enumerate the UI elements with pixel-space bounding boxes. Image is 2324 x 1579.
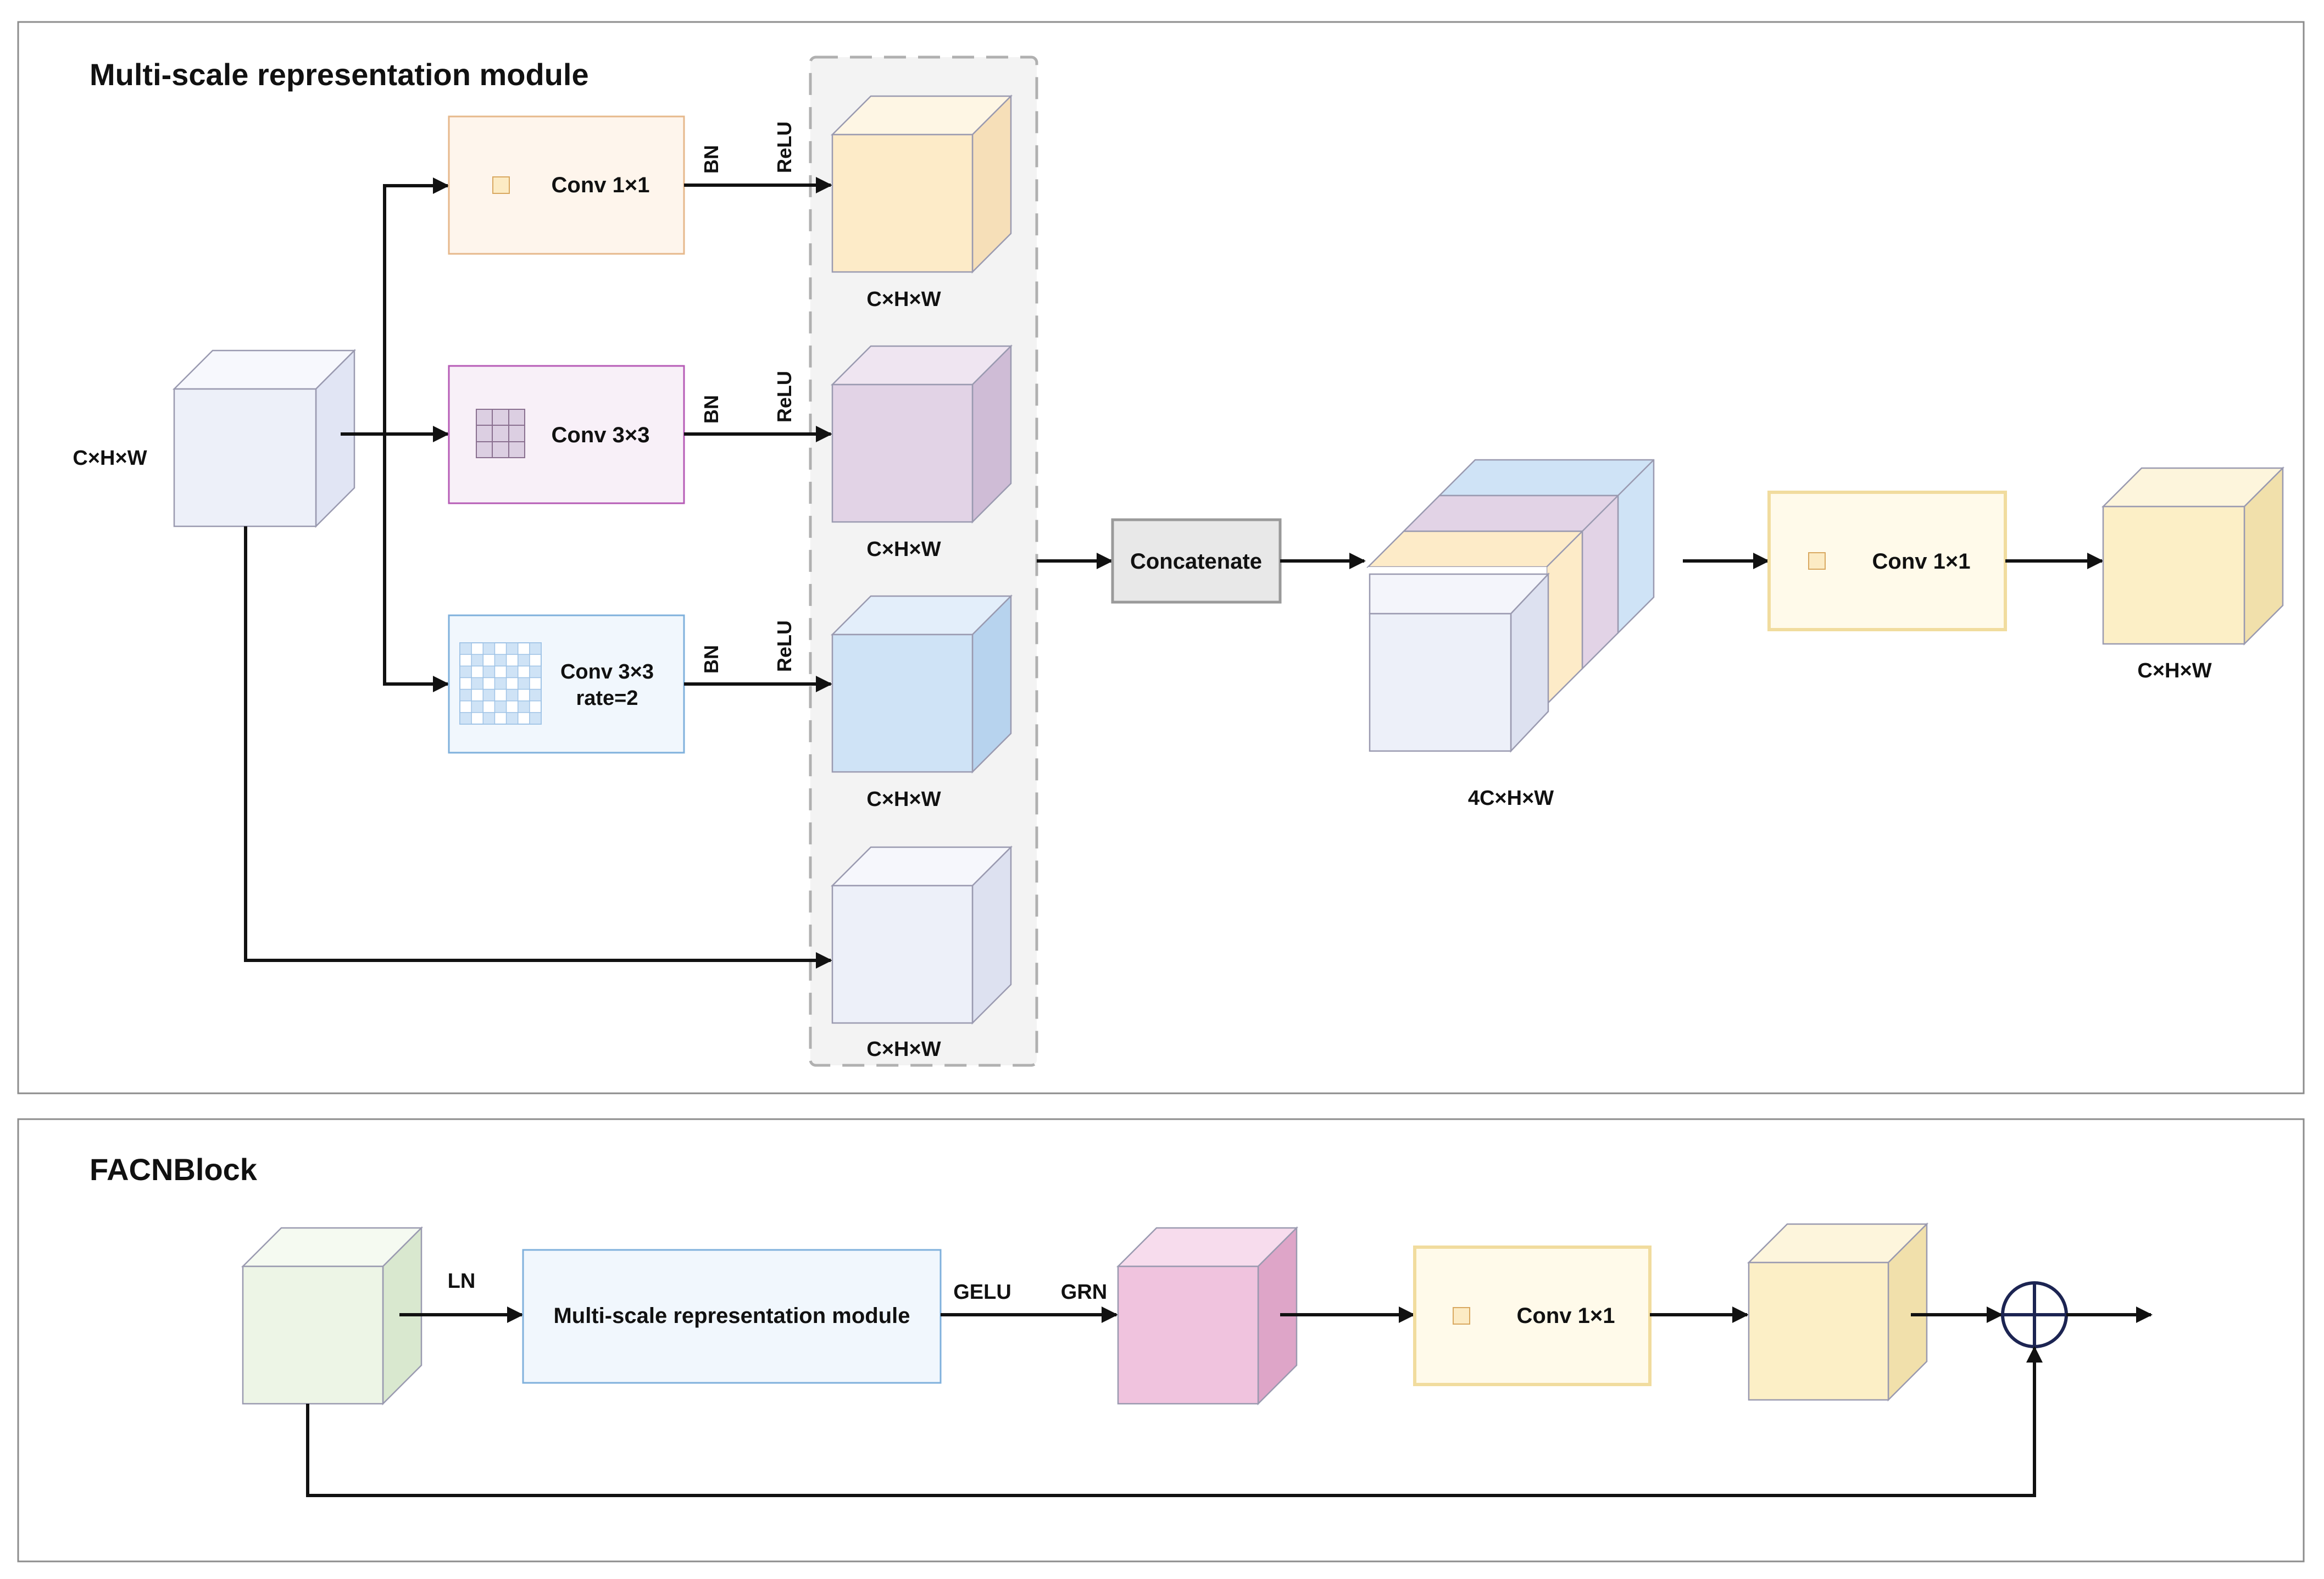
dilated-kernel-cell xyxy=(459,712,472,725)
input-shape-label: C×H×W xyxy=(73,447,147,470)
dilated-kernel-cell xyxy=(482,665,496,679)
dilated-kernel-cell xyxy=(517,654,530,667)
msr-module-box xyxy=(522,1249,942,1384)
dilated-kernel-cell xyxy=(517,700,530,713)
output-cube xyxy=(2101,466,2285,646)
dilated-kernel-cell xyxy=(505,642,519,655)
input-cube xyxy=(172,348,357,529)
grn-label: GRN xyxy=(1061,1281,1107,1304)
dilated-kernel-icon xyxy=(459,642,542,725)
branch1-shape-label: C×H×W xyxy=(866,288,941,311)
dilated-kernel-cell xyxy=(529,665,542,679)
dilated-kernel-cell xyxy=(459,688,472,702)
gelu-label: GELU xyxy=(953,1281,1011,1304)
dilation-rate-label: rate=2 xyxy=(576,687,638,710)
stacked-shape-label: 4C×H×W xyxy=(1468,787,1554,810)
dilated-kernel-cell xyxy=(482,712,496,725)
final-kernel-1x1-icon xyxy=(1808,552,1826,570)
concatenate-label: Concatenate xyxy=(1130,549,1262,574)
ln-label: LN xyxy=(448,1270,476,1293)
facn-output-cube xyxy=(1747,1222,1929,1402)
branch3-shape-label: C×H×W xyxy=(866,788,941,811)
relu-label-1: ReLU xyxy=(773,121,796,173)
branch2-shape-label: C×H×W xyxy=(866,538,941,561)
bn-label-3: BN xyxy=(700,645,722,674)
dilated-kernel-cell xyxy=(494,654,507,667)
identity-shape-label: C×H×W xyxy=(866,1038,941,1061)
residual-connection xyxy=(306,1346,2043,1497)
conv3x3-label: Conv 3×3 xyxy=(552,423,650,447)
kernel-3x3-icon xyxy=(476,409,525,458)
dilated-kernel-cell xyxy=(494,677,507,690)
dilated-kernel-cell xyxy=(494,700,507,713)
top-panel-title: Multi-scale representation module xyxy=(90,57,589,92)
relu-label-2: ReLU xyxy=(773,371,796,422)
dilated-kernel-cell xyxy=(459,665,472,679)
branch-conv1x1: Conv 1×1 BN ReLU C×H×W xyxy=(448,94,1013,311)
residual-add-icon xyxy=(2001,1281,2068,1348)
branch1-output-cube xyxy=(830,94,1013,274)
stacked-4c-cube xyxy=(1366,459,1655,753)
facn-conv-label: Conv 1×1 xyxy=(1517,1304,1615,1328)
dilated-kernel-cell xyxy=(471,654,484,667)
dilated-kernel-cell xyxy=(471,677,484,690)
bn-label-2: BN xyxy=(700,395,722,424)
branch-conv3x3: Conv 3×3 BN ReLU C×H×W xyxy=(448,344,1013,561)
input-connectors xyxy=(244,177,832,969)
branch2-output-cube xyxy=(830,344,1013,524)
facn-input-cube xyxy=(241,1226,424,1406)
dilated-kernel-cell xyxy=(529,712,542,725)
branch3-output-cube xyxy=(830,594,1013,774)
dilated-conv-label: Conv 3×3 xyxy=(560,660,654,683)
dilated-kernel-cell xyxy=(482,642,496,655)
output-shape-label: C×H×W xyxy=(2137,659,2211,682)
kernel-1x1-icon xyxy=(492,176,510,194)
relu-label-3: ReLU xyxy=(773,620,796,672)
dilated-kernel-cell xyxy=(529,688,542,702)
bottom-panel-title: FACNBlock xyxy=(90,1152,258,1187)
dilated-kernel-cell xyxy=(505,712,519,725)
msr-module-label: Multi-scale representation module xyxy=(553,1304,910,1328)
conv1x1-box xyxy=(448,115,685,255)
facn-grn-cube xyxy=(1116,1226,1299,1406)
final-conv-label: Conv 1×1 xyxy=(1872,549,1971,574)
dilated-kernel-cell xyxy=(471,700,484,713)
conv1x1-label: Conv 1×1 xyxy=(552,173,650,197)
identity-output-cube xyxy=(830,845,1013,1025)
dilated-kernel-cell xyxy=(517,677,530,690)
dilated-kernel-cell xyxy=(482,688,496,702)
dilated-kernel-cell xyxy=(505,665,519,679)
branch-dilated-conv: Conv 3×3 rate=2 BN ReLU C×H×W xyxy=(448,594,1013,811)
dilated-kernel-cell xyxy=(459,642,472,655)
bn-label-1: BN xyxy=(700,145,722,174)
dilated-kernel-cell xyxy=(505,688,519,702)
facn-kernel-1x1-icon xyxy=(1453,1307,1470,1325)
dilated-kernel-cell xyxy=(529,642,542,655)
